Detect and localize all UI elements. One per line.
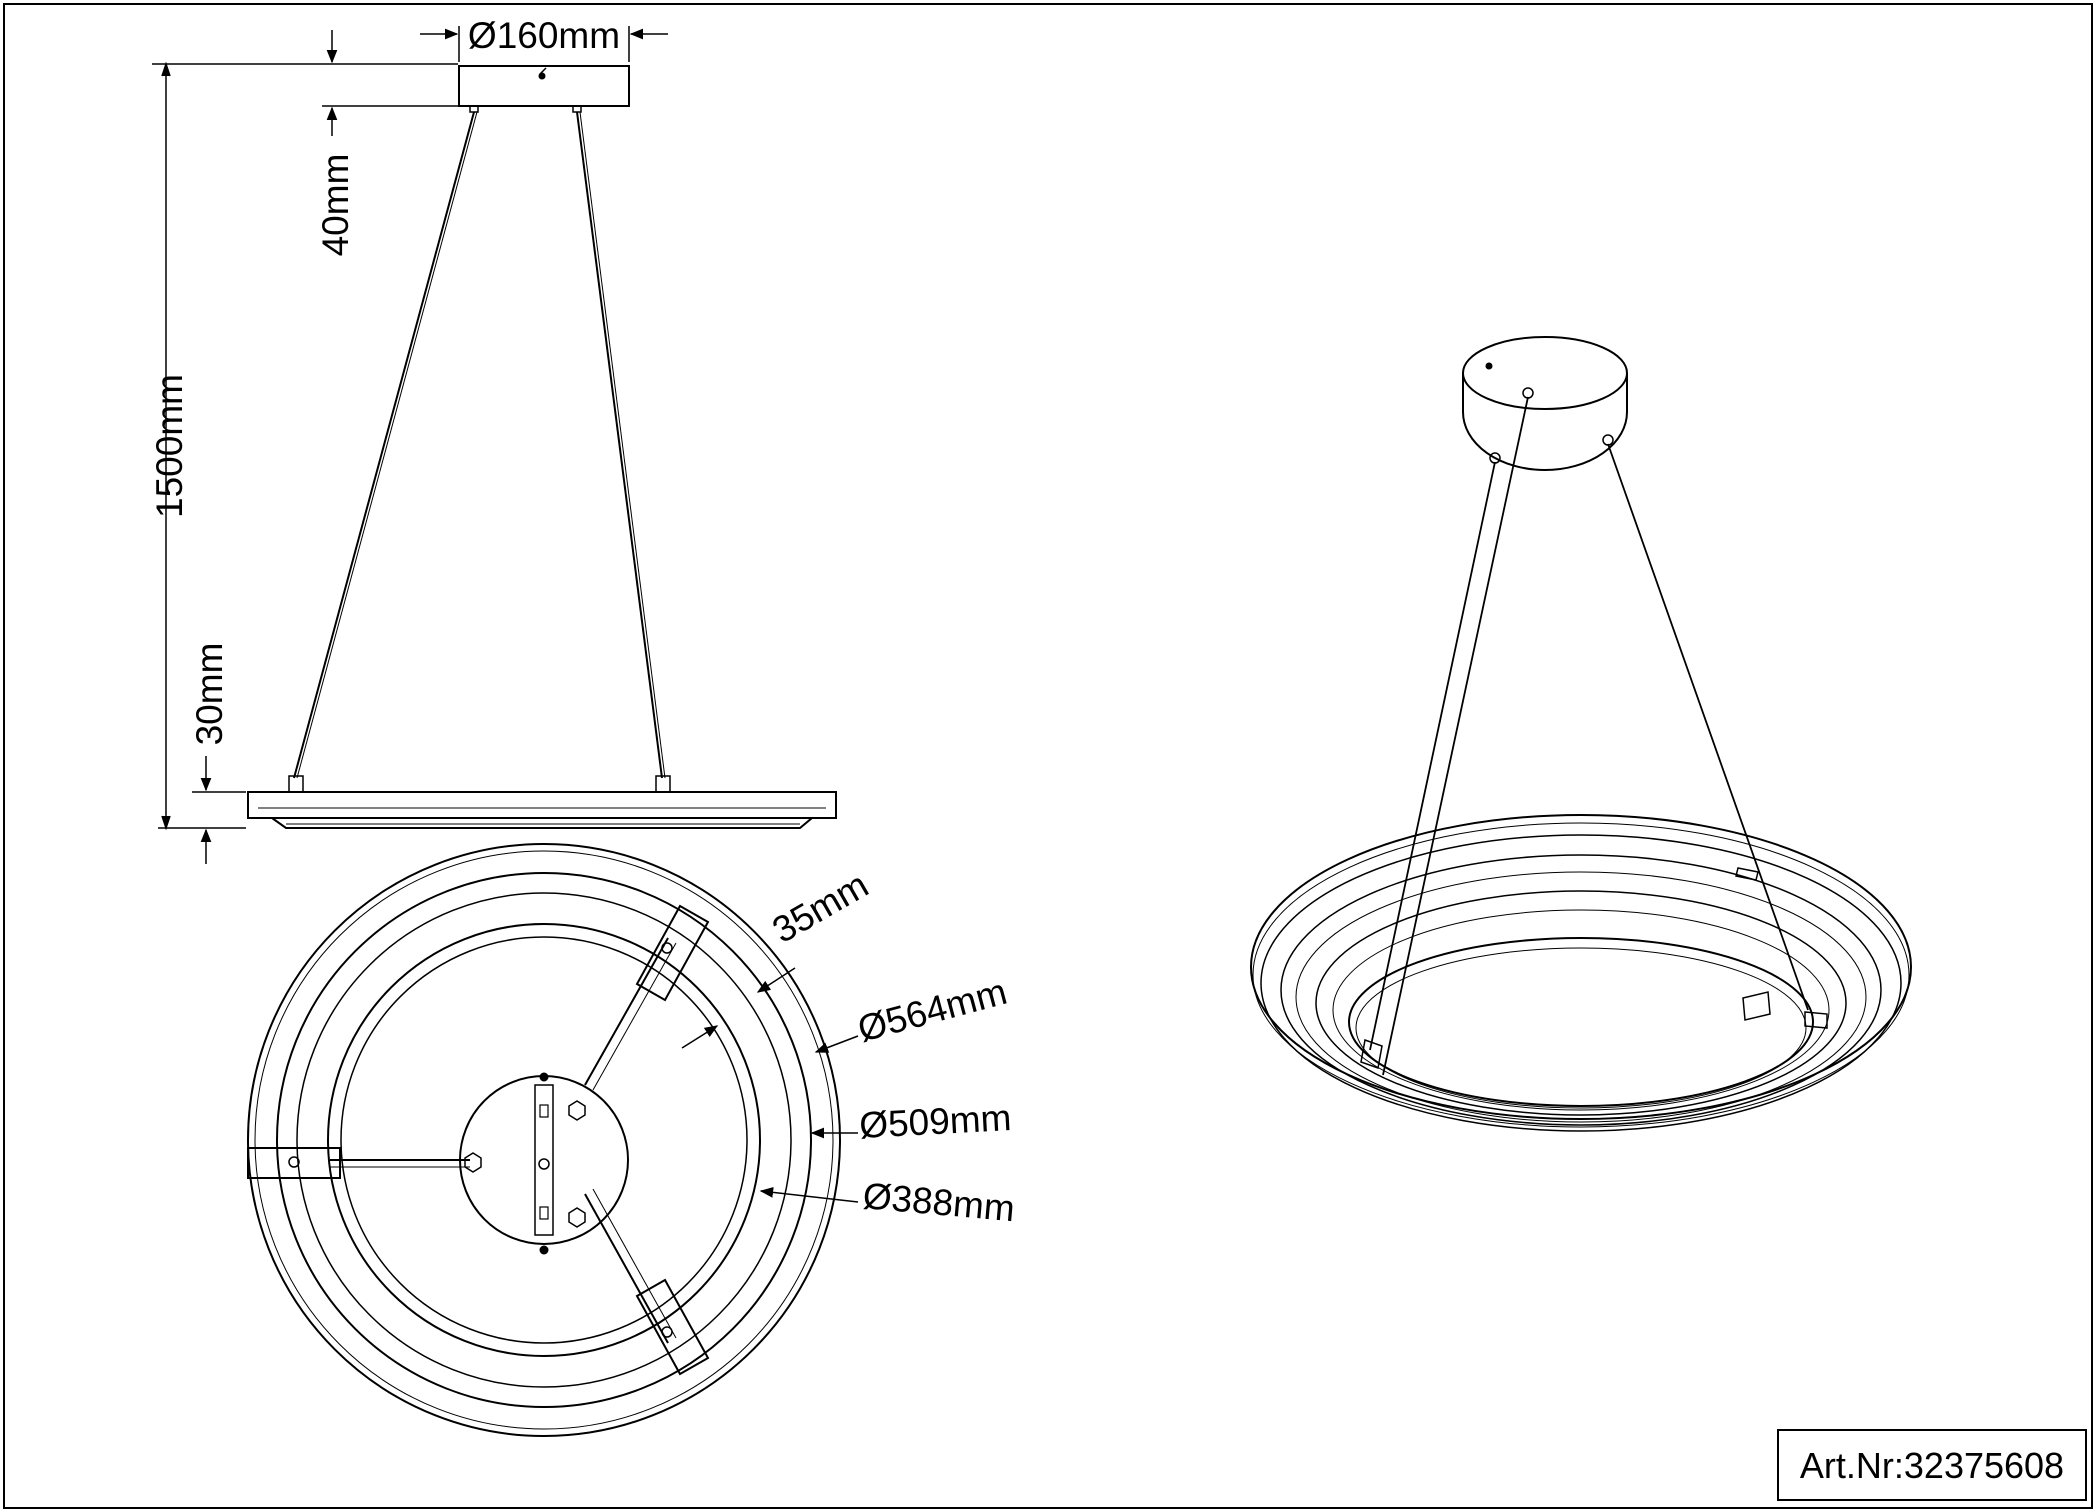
middle-diameter-label: Ø509mm [858, 1097, 1012, 1146]
canopy-height-label: 40mm [315, 154, 356, 257]
sheet-border [3, 3, 2093, 1509]
side-dimension-labels: Ø160mm 40mm 1500mm 30mm [149, 15, 620, 745]
canopy-diameter-label: Ø160mm [468, 15, 620, 56]
wire-left [293, 111, 475, 779]
inner-ring [327, 923, 761, 1357]
bottom-dimensions [681, 967, 859, 1203]
title-block: Art.Nr:32375608 [1777, 1429, 2087, 1501]
suspension-length-label: 1500mm [149, 374, 190, 518]
canopy-side [458, 65, 630, 107]
ring-outer [1250, 814, 1912, 1120]
perspective-view [1250, 336, 1912, 1132]
article-number: Art.Nr:32375608 [1800, 1445, 2064, 1486]
middle-ring [276, 872, 812, 1408]
side-view [247, 65, 837, 829]
bottom-view [247, 843, 841, 1437]
ring-width-label: 35mm [766, 864, 876, 951]
side-dimensions [152, 26, 668, 864]
outer-ring [247, 843, 841, 1437]
ring-inner [1348, 937, 1814, 1107]
ring-height-label: 30mm [189, 643, 230, 746]
bottom-dimension-labels: 35mm Ø564mm Ø509mm Ø388mm [766, 864, 1017, 1229]
ring-side [247, 791, 837, 819]
wire-right [576, 111, 663, 779]
outer-diameter-label: Ø564mm [853, 971, 1011, 1050]
inner-diameter-label: Ø388mm [861, 1175, 1016, 1229]
